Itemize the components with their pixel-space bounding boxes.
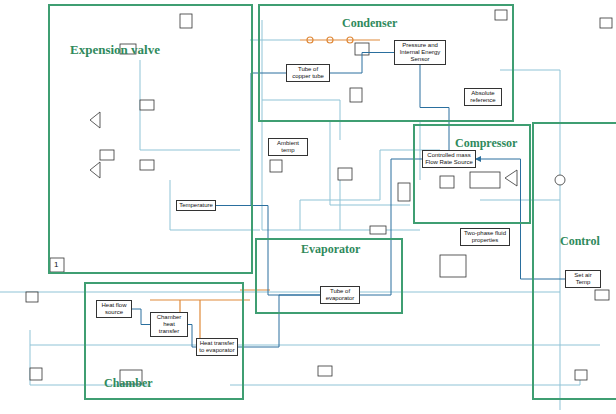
group-heading: Chamber — [104, 376, 153, 391]
signal-line — [330, 53, 394, 74]
simulink-block: Pressure and Internal Energy Sensor — [394, 40, 446, 65]
block-label: Tube of copper tube — [292, 66, 324, 79]
group-heading: Control — [560, 234, 600, 249]
simulink-block: Temperature — [176, 200, 216, 211]
block-label: Ambient temp — [277, 140, 299, 153]
signal-line — [476, 159, 565, 279]
block-label: Temperature — [179, 202, 213, 208]
simulink-block: Ambient temp — [268, 138, 308, 156]
group-heading: Evaporator — [301, 242, 360, 257]
block-label: Chamber heat transfer — [157, 314, 182, 334]
subsystem-group: EvaporatorTube of evaporator — [255, 238, 403, 314]
simulink-block: Two-phase fluid properties — [460, 228, 510, 246]
block-label: Controlled mass Flow Rate Source — [425, 152, 473, 165]
simulink-block: Tube of copper tube — [286, 64, 330, 82]
signal-line — [132, 309, 150, 325]
block-label: Heat transfer to evaporator — [199, 340, 234, 353]
simulink-block: Tube of evaporator — [320, 286, 360, 304]
subsystem-group: Chamber Heat flow sourceChamber heat tran… — [84, 282, 244, 400]
simulink-block: Absolute reference — [464, 88, 502, 106]
subsystem-group: CondenserTube of copper tube Pressure and… — [258, 4, 514, 122]
simulink-block: Controlled mass Flow Rate Source — [422, 150, 476, 168]
block-label: Two-phase fluid properties — [464, 230, 506, 243]
signal-line — [238, 295, 320, 347]
block-label: Heat flow source — [101, 302, 126, 315]
subsystem-group: CompressorControlled mass Flow Rate Sour… — [413, 124, 531, 224]
block-label: Pressure and Internal Energy Sensor — [400, 42, 441, 62]
simulink-block: Chamber heat transfer — [150, 312, 188, 337]
simulink-block: Set air Temp — [565, 270, 601, 288]
signal-line — [420, 65, 449, 150]
group-heading: Expension valve — [70, 42, 160, 58]
group-heading: Compressor — [455, 136, 517, 151]
group-heading: Condenser — [342, 16, 397, 31]
signal-line — [188, 325, 196, 348]
subsystem-group: Expension valveTemperature — [48, 4, 253, 274]
simulink-block: Heat flow source — [96, 300, 132, 318]
block-label: Set air Temp — [574, 272, 591, 285]
block-label: Absolute reference — [470, 90, 495, 103]
simulink-block: Heat transfer to evaporator — [196, 338, 238, 356]
constant-value: 1 — [54, 260, 58, 269]
block-label: Tube of evaporator — [326, 288, 355, 301]
subsystem-group: ControlSet air Temp — [532, 122, 616, 400]
